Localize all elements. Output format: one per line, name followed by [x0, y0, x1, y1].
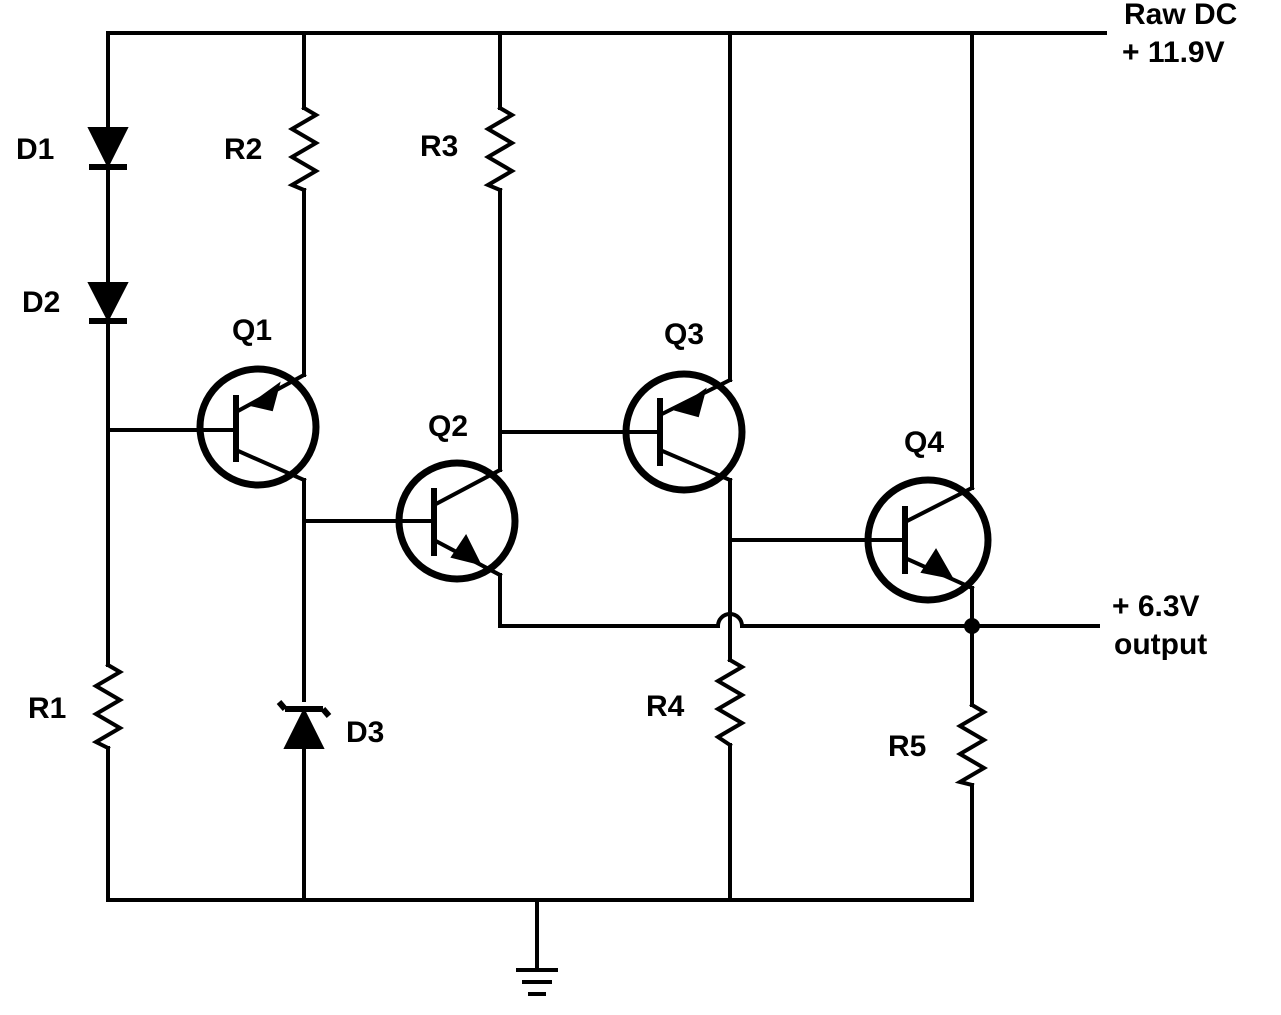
output-junction [964, 618, 980, 634]
label-r1: R1 [28, 692, 66, 725]
supply-label-line2: + 11.9V [1122, 36, 1225, 69]
output-label-line1: + 6.3V [1112, 590, 1200, 623]
label-d3: D3 [346, 716, 384, 749]
label-d1: D1 [16, 133, 54, 166]
diode-d2 [87, 282, 129, 324]
diode-d1 [87, 127, 129, 170]
q3-branch-wire [715, 31, 868, 902]
transistor-q4 [864, 476, 992, 604]
label-q2: Q2 [428, 410, 468, 443]
label-r5: R5 [888, 730, 926, 763]
left-branch-wire [106, 31, 200, 902]
ground-rail [106, 898, 974, 970]
label-d2: D2 [22, 286, 60, 319]
q1-branch-wire [302, 31, 400, 902]
resistor-r5 [954, 702, 988, 788]
resistor-r1 [91, 662, 124, 751]
output-label-line2: output [1114, 628, 1207, 661]
resistor-r2 [287, 105, 320, 193]
supply-label-line1: Raw DC [1124, 0, 1237, 31]
resistor-r3 [483, 105, 516, 193]
resistor-r4 [714, 657, 746, 748]
transistor-q2 [395, 459, 519, 583]
ground-symbol [516, 968, 558, 996]
transistor-q1 [196, 365, 320, 489]
zener-diode-d3 [276, 700, 332, 749]
label-r4: R4 [646, 690, 685, 723]
q2-branch-wire [498, 31, 1100, 628]
label-q3: Q3 [664, 318, 704, 351]
label-q4: Q4 [904, 426, 944, 459]
transistor-q3 [622, 370, 746, 494]
label-r2: R2 [224, 133, 262, 166]
label-r3: R3 [420, 130, 458, 163]
label-q1: Q1 [232, 314, 272, 347]
